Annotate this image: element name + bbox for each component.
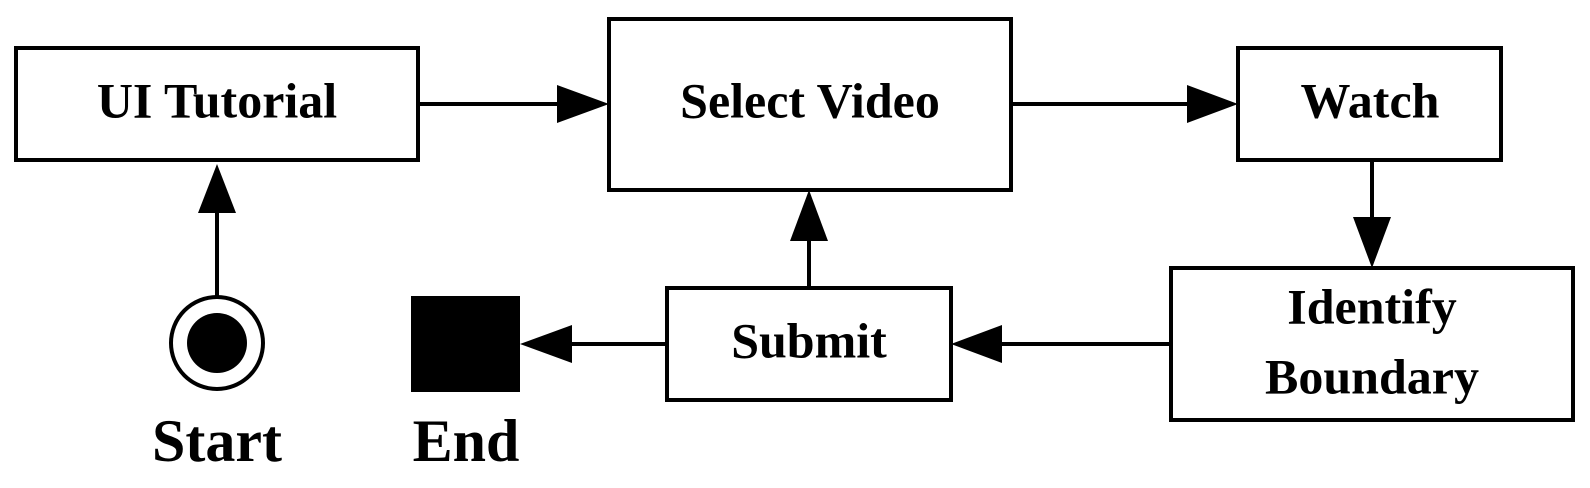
arrowhead-icon: [1353, 217, 1391, 268]
node-submit: Submit: [665, 286, 953, 402]
end-label: End: [413, 408, 520, 474]
start-inner-dot: [187, 313, 247, 373]
arrowhead-icon: [557, 85, 609, 123]
node-ui-tutorial: UI Tutorial: [14, 46, 420, 162]
start-label: Start: [152, 408, 282, 474]
edge-identify-boundary-to-submit: [951, 325, 1171, 363]
node-end: End: [411, 296, 520, 474]
ui-tutorial-box: [14, 46, 420, 162]
submit-box: [665, 286, 953, 402]
node-identify-boundary: Identify Boundary: [1169, 266, 1575, 422]
arrowhead-icon: [951, 325, 1002, 363]
arrowhead-icon: [790, 190, 828, 241]
identify-boundary-label-line2: Boundary: [1265, 348, 1479, 404]
edge-ui-tutorial-to-select-video: [418, 85, 609, 123]
identify-boundary-label-line1: Identify: [1287, 278, 1456, 334]
end-square: [411, 296, 520, 392]
watch-box: [1236, 46, 1503, 162]
arrowhead-icon: [198, 164, 236, 213]
edge-submit-to-select-video: [790, 190, 828, 288]
arrowhead-icon: [520, 325, 572, 363]
edge-watch-to-identify-boundary: [1353, 160, 1391, 268]
edge-submit-to-end: [520, 325, 667, 363]
select-video-label: Select Video: [680, 72, 940, 128]
submit-label: Submit: [731, 312, 887, 368]
edge-select-video-to-watch: [1011, 85, 1238, 123]
watch-label: Watch: [1301, 72, 1440, 128]
node-select-video: Select Video: [607, 17, 1013, 192]
node-watch: Watch: [1236, 46, 1503, 162]
node-start: Start: [152, 295, 282, 474]
arrowhead-icon: [1187, 85, 1238, 123]
select-video-box: [607, 17, 1013, 192]
identify-boundary-box: [1169, 266, 1575, 422]
edge-start-to-ui-tutorial: [198, 164, 236, 297]
ui-tutorial-label: UI Tutorial: [97, 72, 337, 128]
